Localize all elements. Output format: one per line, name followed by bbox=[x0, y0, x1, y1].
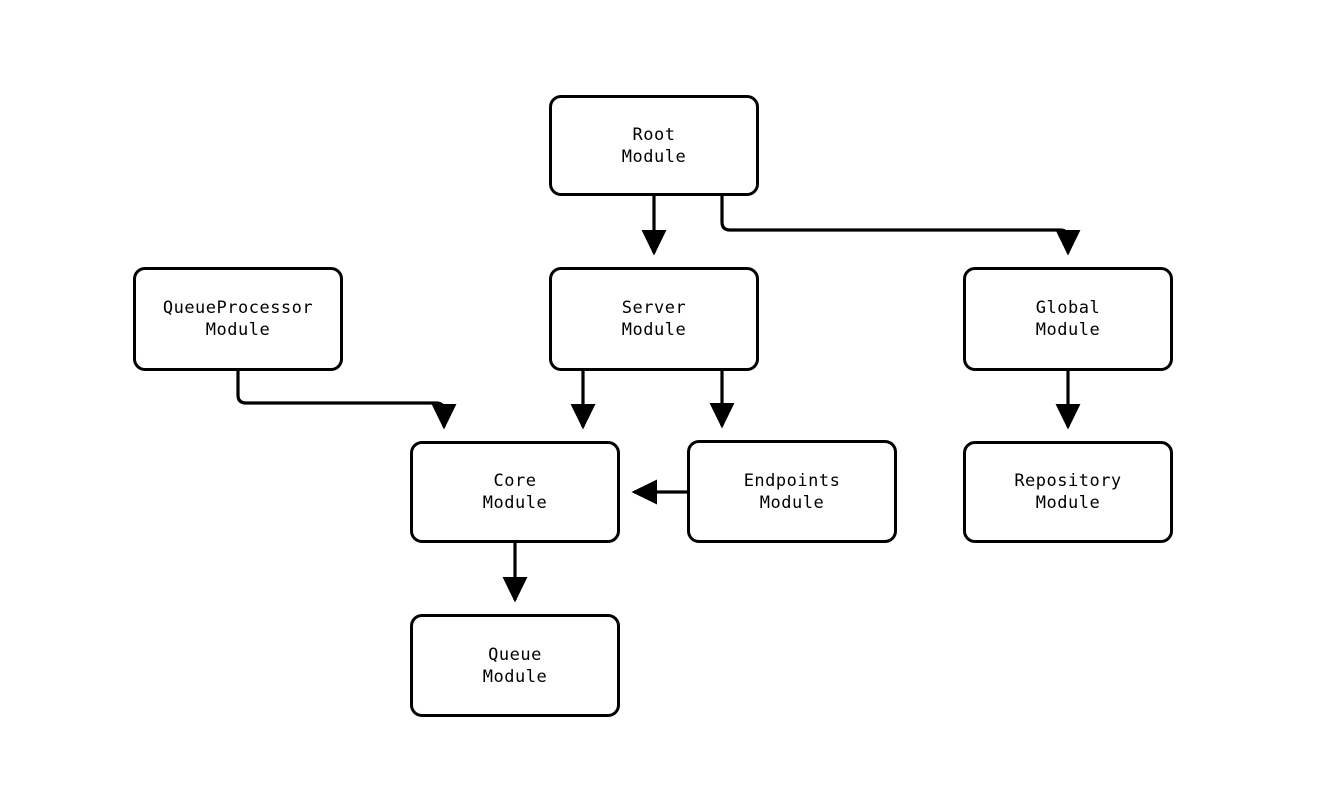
node-server-subtitle: Module bbox=[621, 320, 687, 340]
node-root-title: Root bbox=[632, 124, 676, 145]
node-queueprocessor-title: QueueProcessor bbox=[162, 298, 314, 318]
node-root[interactable]: Root Module bbox=[549, 95, 759, 196]
node-queueprocessor[interactable]: QueueProcessor Module bbox=[133, 267, 343, 371]
node-repository-subtitle: Module bbox=[1035, 493, 1101, 513]
node-endpoints-title: Endpoints bbox=[743, 470, 841, 491]
node-queue[interactable]: Queue Module bbox=[410, 614, 620, 717]
node-repository-title: Repository bbox=[1014, 471, 1122, 491]
node-endpoints-subtitle: Module bbox=[759, 492, 825, 513]
node-core[interactable]: Core Module bbox=[410, 441, 620, 543]
node-global-subtitle: Module bbox=[1035, 320, 1101, 340]
node-endpoints[interactable]: Endpoints Module bbox=[687, 440, 897, 543]
node-repository[interactable]: Repository Module bbox=[963, 441, 1173, 543]
node-root-subtitle: Module bbox=[621, 146, 687, 167]
node-global-title: Global bbox=[1035, 298, 1101, 318]
node-server[interactable]: Server Module bbox=[549, 267, 759, 371]
node-queue-title: Queue bbox=[488, 644, 542, 665]
node-server-title: Server bbox=[621, 298, 687, 318]
node-queueprocessor-subtitle: Module bbox=[205, 320, 271, 340]
node-global[interactable]: Global Module bbox=[963, 267, 1173, 371]
node-queue-subtitle: Module bbox=[482, 666, 548, 687]
edge-queueprocessor-to-core bbox=[236, 371, 457, 430]
node-core-title: Core bbox=[493, 471, 537, 491]
edge-root-to-global bbox=[720, 196, 1081, 256]
node-core-subtitle: Module bbox=[482, 493, 548, 513]
